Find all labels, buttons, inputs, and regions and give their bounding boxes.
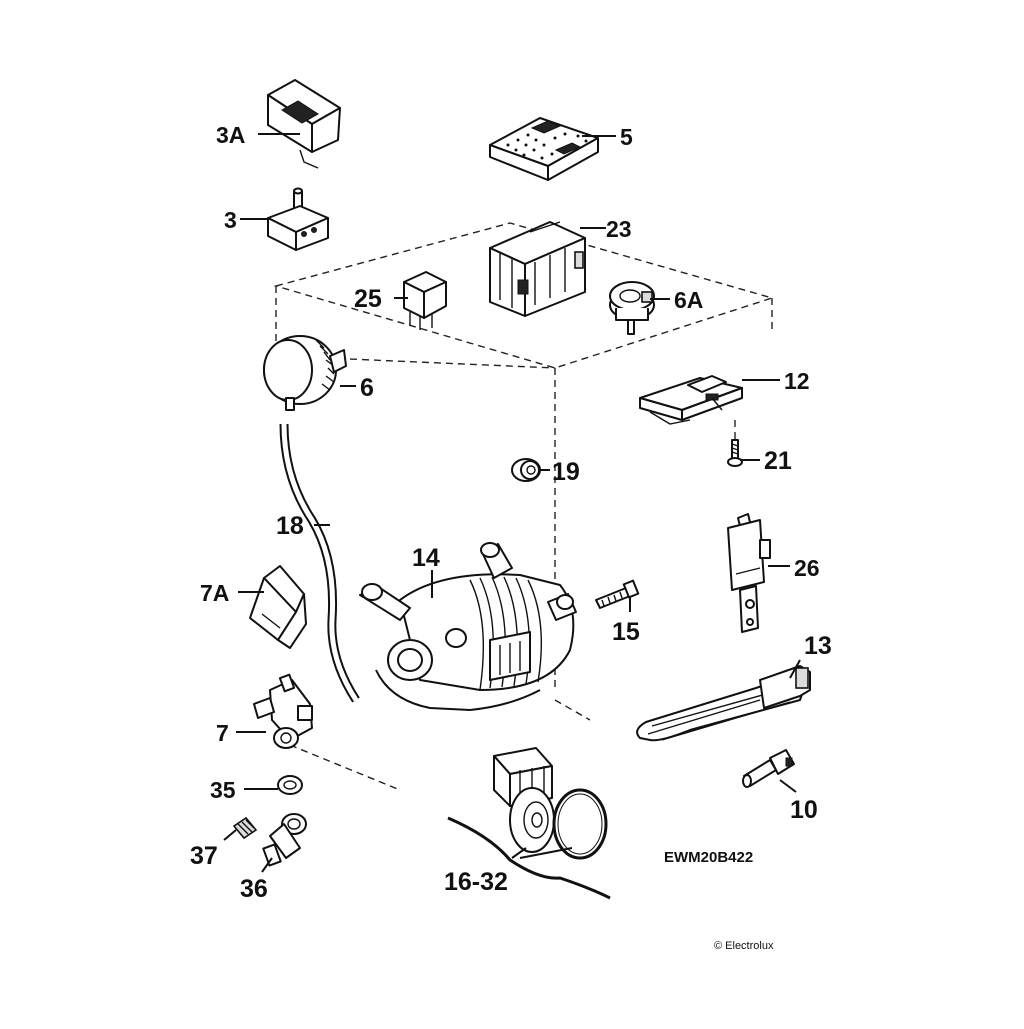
part-5-circuit-board — [489, 117, 599, 181]
part-26-door-switch — [727, 513, 771, 633]
label-15: 15 — [612, 618, 640, 646]
copyright-notice: © Electrolux — [714, 940, 774, 952]
label-5: 5 — [620, 124, 633, 150]
label-21: 21 — [764, 447, 792, 475]
part-3-program-switch — [267, 187, 329, 251]
label-12: 12 — [784, 368, 810, 394]
label-23: 23 — [606, 216, 632, 242]
part-23-electronic-module — [489, 221, 586, 317]
part-35-seal — [277, 775, 303, 795]
leader-lines — [223, 133, 801, 873]
label-16-32: 16-32 — [444, 868, 508, 896]
part-13-heating-element — [636, 665, 811, 742]
label-3: 3 — [224, 207, 237, 233]
part-7-valve — [253, 673, 313, 749]
label-7: 7 — [216, 720, 229, 746]
model-code: EWM20B422 — [664, 849, 753, 866]
part-3a-knob-housing — [267, 79, 341, 169]
label-6a: 6A — [674, 287, 703, 313]
part-14-motor — [359, 542, 577, 711]
label-13: 13 — [804, 632, 832, 660]
label-37: 37 — [190, 842, 218, 870]
callout-labels: 3A 5 3 23 25 6A 6 12 21 19 18 14 26 7A 1… — [190, 122, 832, 903]
part-16-32-drain-pump — [447, 747, 611, 900]
part-12-door-lock — [639, 375, 743, 425]
label-26: 26 — [794, 555, 820, 581]
part-36-nozzle — [262, 813, 307, 867]
label-19: 19 — [552, 458, 580, 486]
part-25-relay — [403, 271, 447, 330]
part-6a-pressure-switch — [609, 281, 655, 335]
label-7a: 7A — [200, 580, 229, 606]
label-6: 6 — [360, 374, 374, 402]
part-18-hose — [279, 423, 360, 703]
label-35: 35 — [210, 777, 236, 803]
label-18: 18 — [276, 512, 304, 540]
part-15-screw — [595, 579, 640, 609]
part-6-pressure-switch — [263, 335, 347, 411]
label-36: 36 — [240, 875, 268, 903]
part-7a-cover — [249, 565, 307, 649]
label-14: 14 — [412, 544, 440, 572]
label-3a: 3A — [216, 122, 245, 148]
part-37-filter — [232, 816, 258, 840]
label-10: 10 — [790, 796, 818, 824]
part-10-sensor — [742, 749, 795, 788]
label-25: 25 — [354, 285, 382, 313]
part-19-grommet — [511, 458, 541, 482]
part-21-screw — [727, 420, 743, 467]
